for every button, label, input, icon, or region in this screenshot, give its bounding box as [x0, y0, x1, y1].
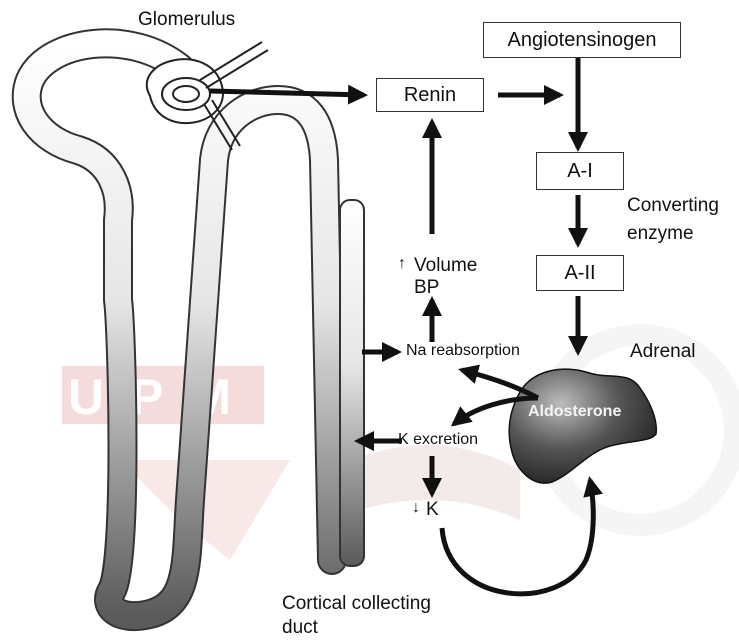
arrow-lowk-to-adrenal — [442, 480, 593, 594]
converting-enzyme-label-2: enzyme — [627, 224, 694, 244]
collecting-duct-label-1: Cortical collecting — [282, 594, 431, 614]
a1-box: A-I — [536, 152, 624, 190]
aldosterone-label: Aldosterone — [528, 404, 621, 421]
k-excretion-label: K excretion — [398, 432, 478, 449]
low-k-label: K — [426, 500, 439, 520]
a2-box: A-II — [536, 255, 624, 291]
adrenal-label: Adrenal — [630, 342, 696, 362]
na-reabsorption-label: Na reabsorption — [406, 343, 520, 360]
volume-label: Volume — [414, 256, 477, 276]
nephron-tubule — [27, 43, 364, 616]
arrow-glomerulus-to-renin — [210, 91, 364, 95]
glomerulus-label: Glomerulus — [138, 10, 235, 30]
angiotensinogen-box: Angiotensinogen — [483, 22, 681, 58]
bp-label: BP — [414, 278, 439, 298]
collecting-duct-label-2: duct — [282, 618, 318, 638]
k-down-arrow-icon: ↓ — [412, 500, 420, 517]
volume-up-arrow-icon: ↑ — [398, 256, 406, 273]
converting-enzyme-label-1: Converting — [627, 196, 719, 216]
adrenal-gland — [509, 369, 656, 483]
renin-box: Renin — [376, 78, 484, 112]
